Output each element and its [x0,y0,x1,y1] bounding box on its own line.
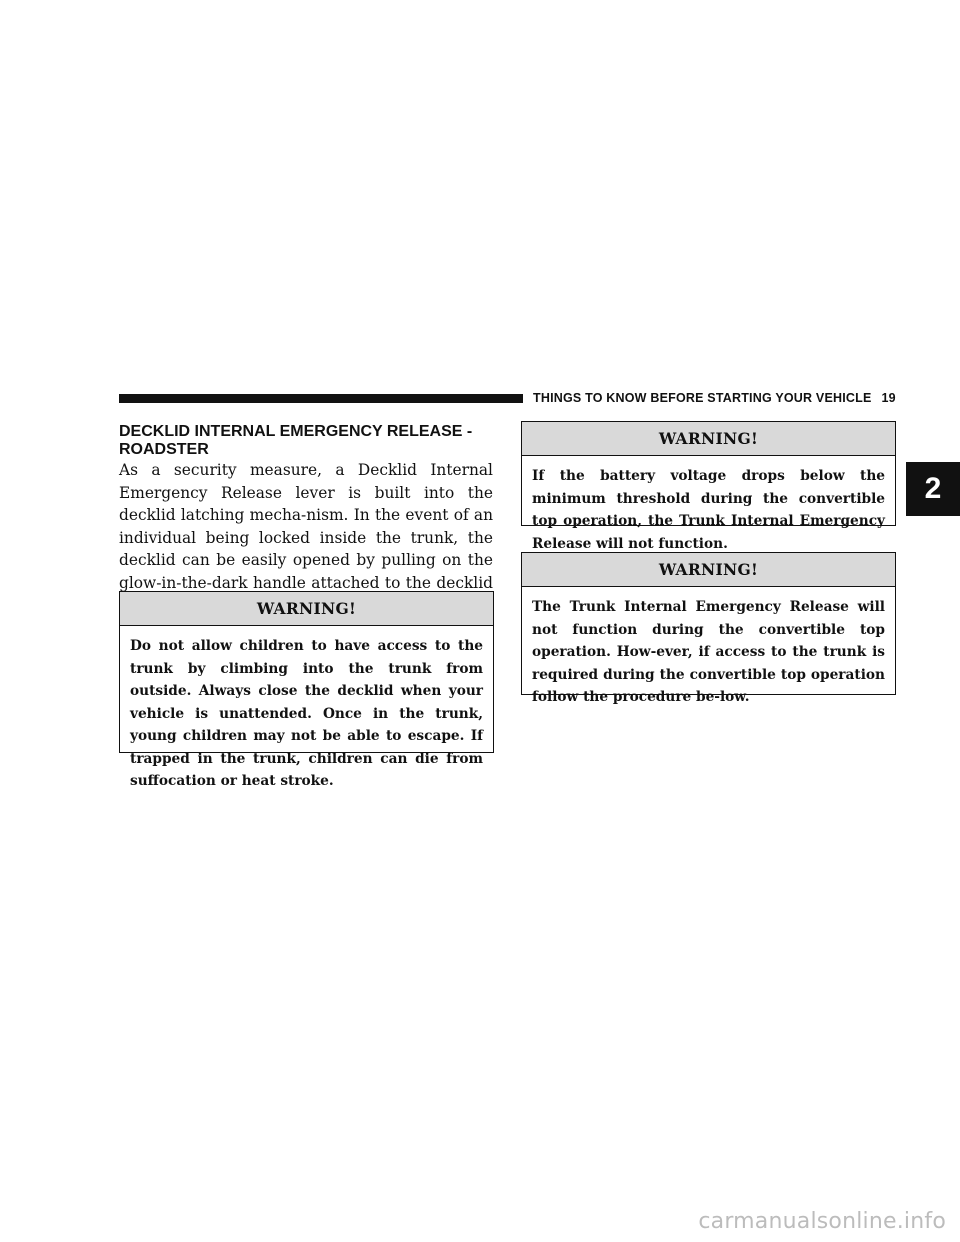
watermark: carmanualsonline.info [698,1209,946,1234]
warning-text: Do not allow children to have access to … [130,638,483,789]
warning-box-battery: WARNING! If the battery voltage drops be… [521,421,896,552]
warning-title: WARNING! [522,553,895,587]
header-rule [119,394,523,403]
running-header: THINGS TO KNOW BEFORE STARTING YOUR VEHI… [533,391,896,405]
section-heading: DECKLID INTERNAL EMERGENCY RELEASE - ROA… [119,423,473,458]
warning-box-children: WARNING! Do not allow children to have a… [119,591,494,789]
warning-title: WARNING! [120,592,493,626]
page-number: 19 [881,391,896,405]
warning-text: If the battery voltage drops below the m… [532,468,885,552]
running-title: THINGS TO KNOW BEFORE STARTING YOUR VEHI… [533,391,872,405]
warning-box-convertible-top: WARNING! The Trunk Internal Emergency Re… [521,552,896,705]
chapter-tab: 2 [906,462,960,516]
warning-text: The Trunk Internal Emergency Release wil… [532,599,885,705]
warning-title: WARNING! [522,422,895,456]
